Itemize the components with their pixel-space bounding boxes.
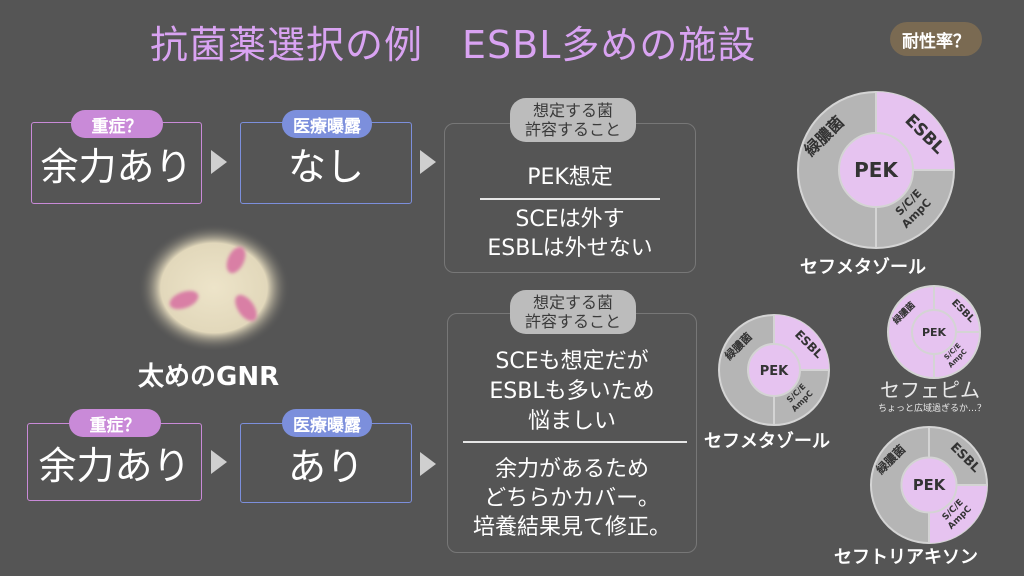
assume-line: ESBLも多いため <box>489 379 655 404</box>
header-line: 想定する菌 <box>532 293 613 312</box>
header-line: 許容すること <box>524 312 621 331</box>
header-line: 想定する菌 <box>532 101 613 120</box>
wheel-center-label: PEK <box>913 477 946 494</box>
coverage-wheel-cefmetazole: PEK 緑膿菌 ESBL S/C/E AmpC <box>797 91 955 249</box>
severity-value: 余力あり <box>38 443 191 488</box>
allow-line: 余力があるため <box>494 457 649 482</box>
allow-line: 培養結果見て修正。 <box>472 515 671 540</box>
arrow-icon <box>420 452 436 476</box>
severity-pill: 重症？ <box>71 110 163 138</box>
exposure-pill: 医療曝露 <box>282 409 372 437</box>
drug-label-cefmetazole-2: セフメタゾール <box>704 431 830 452</box>
assume-line: 悩ましい <box>527 409 616 434</box>
drug-label-cefepime: セフェピム <box>880 378 980 402</box>
exposure-value: なし <box>287 144 364 189</box>
severity-value: 余力あり <box>40 144 193 189</box>
resistance-rate-badge: 耐性率？ <box>890 22 982 56</box>
exposure-value: あり <box>287 444 364 489</box>
gnr-label: 太めのGNR <box>138 362 280 392</box>
drug-label-ceftriaxone: セフトリアキソン <box>834 547 978 568</box>
assume-line: SCEも想定だが <box>495 349 649 374</box>
drug-label-cefmetazole: セフメタゾール <box>800 257 926 278</box>
assumption-header: 想定する菌 許容すること <box>510 98 636 142</box>
exposure-box: なし <box>240 122 412 204</box>
wheel-center-label: PEK <box>922 326 947 339</box>
coverage-wheel-ceftriaxone: PEK 緑膿菌 ESBL S/C/E AmpC <box>869 425 989 545</box>
gnr-stain-image <box>138 224 290 350</box>
coverage-wheel-cefepime: PEK 緑膿菌 ESBL S/C/E AmpC <box>887 285 981 379</box>
divider <box>463 441 687 443</box>
arrow-icon <box>211 450 227 474</box>
assumption-header: 想定する菌 許容すること <box>510 290 636 334</box>
divider <box>480 198 660 200</box>
exposure-pill: 医療曝露 <box>282 110 372 138</box>
header-line: 許容すること <box>524 120 621 139</box>
arrow-icon <box>211 150 227 174</box>
allow-line: どちらかカバー。 <box>484 486 660 511</box>
coverage-wheel-cefmetazole-2: PEK 緑膿菌 ESBL S/C/E AmpC <box>718 314 830 426</box>
severity-pill: 重症？ <box>69 409 161 437</box>
cefepime-note: ちょっと広域過ぎるか…？ <box>878 404 987 414</box>
allow-line: ESBLは外せない <box>487 236 653 261</box>
wheel-center-label: PEK <box>854 158 899 182</box>
allow-line: SCEは外す <box>515 207 625 232</box>
severity-box: 余力あり <box>31 122 202 204</box>
page-title: 抗菌薬選択の例 ESBL多めの施設 <box>150 23 757 67</box>
assume-text: PEK想定 <box>527 165 613 190</box>
arrow-icon <box>420 150 436 174</box>
wheel-center-label: PEK <box>760 364 789 379</box>
